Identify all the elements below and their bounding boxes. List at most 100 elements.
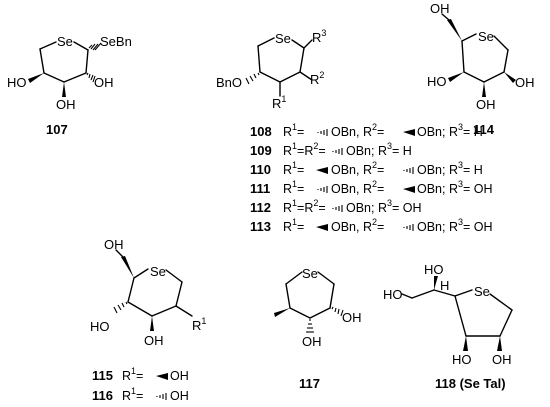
substituent-definition: R1=R2= bbox=[283, 198, 326, 215]
hydroxyl-label: HO bbox=[7, 75, 27, 90]
hydroxyl-label: OH bbox=[104, 237, 124, 252]
bond bbox=[441, 13, 450, 21]
hashed-bond bbox=[331, 306, 344, 317]
wedge-bond bbox=[497, 336, 502, 351]
wedge-bond bbox=[150, 316, 154, 331]
wedge-bond bbox=[434, 276, 438, 290]
compound-115-116: Se OH HO OH R1 115 R1= OH 116 R1= OH bbox=[90, 237, 206, 403]
compound-number: 110 bbox=[250, 162, 271, 177]
substituent-definition: OBn; R3= H bbox=[417, 122, 483, 139]
bond bbox=[401, 293, 413, 299]
substituent-definition: R1= bbox=[283, 160, 304, 177]
compound-number: 118 (Se Tal) bbox=[435, 376, 506, 391]
compound-117-ring bbox=[285, 271, 335, 319]
r1-label: R1 bbox=[192, 316, 206, 333]
selenium-atom-label: Se bbox=[275, 31, 291, 46]
substituent-definition: OBn; R3= OH bbox=[417, 179, 493, 196]
substituent-group: OH bbox=[170, 369, 189, 383]
wedge-bond bbox=[504, 72, 516, 83]
bond bbox=[115, 249, 124, 258]
substituent-definition: OBn, R2= bbox=[331, 179, 384, 196]
compound-115-ring bbox=[127, 268, 183, 317]
wedge-bond bbox=[121, 256, 134, 278]
compound-118-ring bbox=[454, 289, 513, 337]
substituent-definition: OBn; R3= OH bbox=[417, 217, 493, 234]
substituent-definition: R1=R2= bbox=[283, 141, 326, 158]
compound-number: 108 bbox=[250, 124, 272, 139]
hashed-bond bbox=[332, 148, 343, 155]
wedge-bond bbox=[482, 82, 486, 97]
hydroxyl-label: HO bbox=[452, 352, 472, 367]
table-row: 116 R1= OH bbox=[92, 386, 189, 403]
hashed-bond bbox=[245, 72, 260, 85]
benzyloxy-label: BnO bbox=[216, 75, 242, 90]
hashed-bond bbox=[317, 186, 328, 193]
hashed-bond bbox=[86, 72, 96, 83]
table-row: 109 R1=R2= OBn; R3= H bbox=[250, 141, 412, 158]
r2-label: R2 bbox=[310, 70, 324, 87]
wedge-bond bbox=[28, 73, 44, 83]
compound-number: 114 bbox=[473, 122, 495, 137]
hashed-bond bbox=[332, 205, 343, 212]
hydroxyl-label: OH bbox=[302, 334, 322, 349]
substituent-definition: OBn; R3= H bbox=[346, 141, 412, 158]
wedge-bond bbox=[274, 308, 290, 317]
substituent-definition: R1= bbox=[122, 386, 143, 403]
selenium-atom-label: Se bbox=[478, 29, 494, 44]
hydroxyl-label: OH bbox=[492, 352, 512, 367]
hashed-bond bbox=[113, 301, 128, 314]
hashed-bond bbox=[403, 167, 414, 174]
compound-number: 111 bbox=[250, 181, 270, 196]
wedge-bond bbox=[316, 167, 328, 174]
compound-107-ring bbox=[39, 41, 89, 83]
hydroxyl-label: OH bbox=[515, 75, 535, 90]
substituent-definition: R1= bbox=[283, 179, 304, 196]
selenium-atom-label: Se bbox=[474, 284, 490, 299]
bond bbox=[299, 71, 313, 81]
wedge-bond bbox=[316, 224, 328, 231]
compound-number: 107 bbox=[46, 122, 68, 137]
compound-118: Se H HO HO HO OH 118 (Se Tal) bbox=[383, 262, 513, 391]
wedge-bond bbox=[463, 336, 468, 351]
substituent-definition: OBn, R2= bbox=[331, 217, 384, 234]
table-row: 108 R1= OBn, R2= OBn; R3= H bbox=[250, 122, 483, 139]
hashed-bond bbox=[88, 42, 102, 51]
bond bbox=[303, 39, 313, 49]
substituent-definition: R1= bbox=[122, 366, 143, 383]
compound-number: 112 bbox=[250, 200, 271, 215]
compound-114: Se OH HO OH OH 114 bbox=[427, 1, 535, 137]
hydroxyl-label: OH bbox=[342, 310, 362, 325]
hydroxyl-label: HO bbox=[427, 74, 447, 89]
compound-114-ring bbox=[461, 33, 509, 83]
hydroxyl-label: OH bbox=[144, 333, 164, 348]
compound-117: Se OH OH 117 bbox=[274, 266, 362, 391]
hashed-bond bbox=[156, 393, 167, 400]
substituent-table-108-113: 108 R1= OBn, R2= OBn; R3= H 109 R1=R2= bbox=[250, 122, 493, 234]
wedge-bond bbox=[156, 373, 168, 380]
bond bbox=[175, 305, 193, 317]
selenium-atom-label: Se bbox=[57, 34, 73, 49]
hydroxyl-label: HO bbox=[383, 287, 403, 302]
substituent-definition: OBn; R3= H bbox=[417, 160, 483, 177]
compound-108-ring bbox=[257, 37, 305, 83]
selenobenzyl-label: SeBn bbox=[100, 34, 132, 49]
compound-number: 109 bbox=[250, 143, 272, 158]
table-row: 113 R1= OBn, R2= OBn; R3= OH bbox=[250, 217, 493, 234]
hydroxyl-label: OH bbox=[56, 97, 76, 112]
hashed-bond bbox=[306, 319, 314, 333]
compound-number: 115 bbox=[92, 368, 113, 383]
bond bbox=[411, 289, 435, 299]
compound-number: 113 bbox=[250, 219, 271, 234]
wedge-bond bbox=[447, 19, 462, 41]
selenium-atom-label: Se bbox=[302, 266, 318, 281]
table-row: 112 R1=R2= OBn; R3= OH bbox=[250, 198, 422, 215]
compound-107: Se SeBn HO OH OH 107 bbox=[7, 34, 132, 137]
wedge-bond bbox=[448, 72, 464, 82]
compound-108-113-template: Se R3 R2 R1 BnO bbox=[216, 28, 326, 111]
substituent-definition: OBn, R2= bbox=[331, 122, 384, 139]
wedge-bond bbox=[403, 186, 415, 193]
hydroxyl-label: HO bbox=[90, 319, 110, 334]
hydroxyl-label: OH bbox=[476, 97, 496, 112]
selenium-atom-label: Se bbox=[150, 264, 166, 279]
